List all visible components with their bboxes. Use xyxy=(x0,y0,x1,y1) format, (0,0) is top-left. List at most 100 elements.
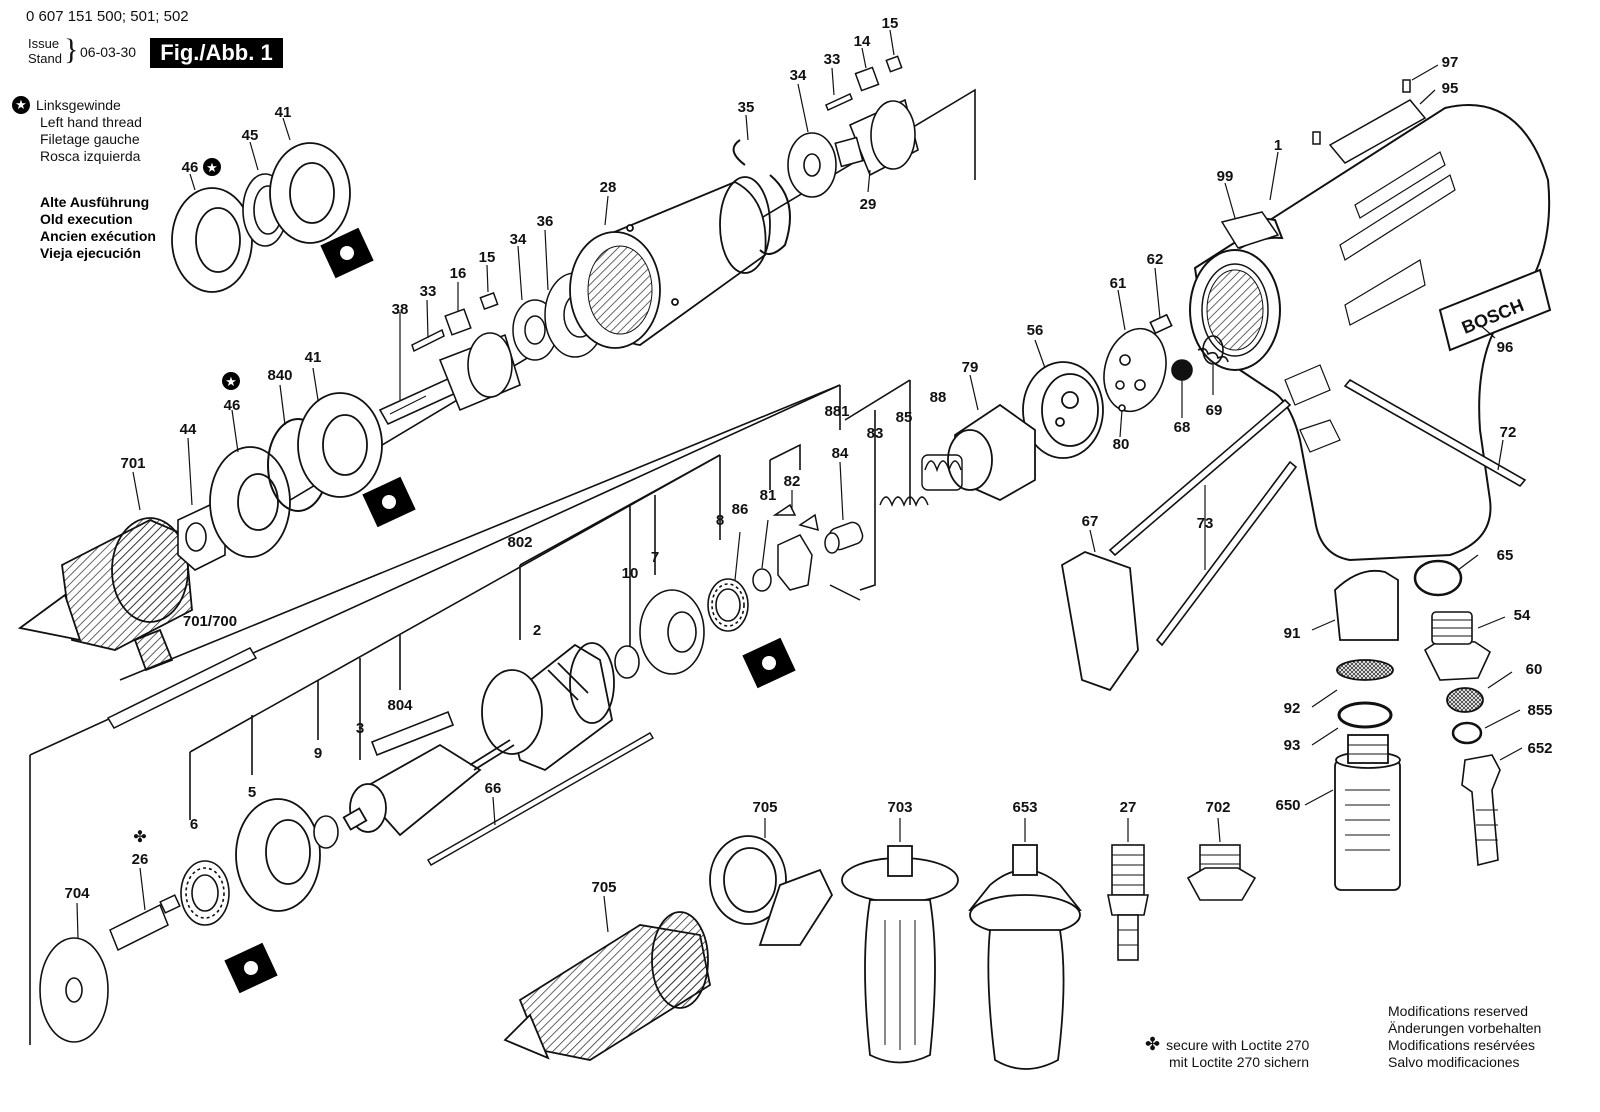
modifications-line-3: Modifications resérvées xyxy=(1388,1037,1536,1053)
snap-ring-part-35 xyxy=(732,139,791,255)
part-number-labels: 1514333435282997951994145466261963833161… xyxy=(64,15,1552,902)
old-execution-line-4: Vieja ejecución xyxy=(40,245,141,261)
planet-carrier-part-29 xyxy=(834,98,919,177)
part-label-97: 97 xyxy=(1442,54,1459,71)
part-label-7: 7 xyxy=(651,549,659,566)
collar-part-46-middle xyxy=(209,446,291,558)
part-label-10: 10 xyxy=(622,565,639,582)
bearing-part-6 xyxy=(180,860,230,926)
part-label-93: 93 xyxy=(1284,737,1301,754)
handle-collar-part-704 xyxy=(709,835,834,946)
valve-plate-parts-61-62-68-69 xyxy=(1103,313,1229,413)
strainer-part-92 xyxy=(1336,659,1394,681)
o-ring-part-93 xyxy=(1337,701,1393,729)
part-label-15: 15 xyxy=(882,15,899,32)
pinion-part-26 xyxy=(109,894,181,952)
modifications-line-4: Salvo modificaciones xyxy=(1388,1054,1520,1070)
nipple-part-54 xyxy=(1423,611,1492,681)
part-label-92: 92 xyxy=(1284,700,1301,717)
part-label-46: 46 xyxy=(182,159,199,176)
pin-part-66 xyxy=(427,732,654,866)
part-label-2: 2 xyxy=(533,622,541,639)
old-execution-line-3: Ancien exécution xyxy=(40,228,156,244)
part-label-79: 79 xyxy=(962,359,979,376)
svg-text:★: ★ xyxy=(206,161,218,176)
rotor-part-3 xyxy=(342,739,515,837)
part-label-84: 84 xyxy=(832,445,849,462)
part-label-91: 91 xyxy=(1284,625,1301,642)
old-execution-line-2: Old execution xyxy=(40,211,133,227)
part-label-88: 88 xyxy=(930,389,947,406)
part-label-34: 34 xyxy=(790,67,807,84)
washer-part-9 xyxy=(313,815,339,849)
part-label-65: 65 xyxy=(1497,547,1514,564)
part-label-26: 26 xyxy=(132,851,149,868)
part-label-881: 881 xyxy=(824,403,849,420)
document-number: 0 607 151 500; 501; 502 xyxy=(26,8,189,25)
modifications-note: Modifications reserved Änderungen vorbeh… xyxy=(1388,1003,1541,1071)
loctite-line-1: secure with Loctite 270 xyxy=(1166,1037,1310,1053)
spindle-part-38 xyxy=(378,332,521,426)
loctite-cross-icon: ✤ xyxy=(133,827,146,846)
part-label-701: 701 xyxy=(120,455,145,472)
part-label-702: 702 xyxy=(1205,799,1230,816)
figure-title: Fig./Abb. 1 xyxy=(150,38,283,68)
issue-stand-labels: Issue Stand xyxy=(28,36,62,66)
part-label-83: 83 xyxy=(867,425,884,442)
stand-label: Stand xyxy=(28,51,62,66)
legend-line-2: Left hand thread xyxy=(40,114,142,130)
part-label-855: 855 xyxy=(1527,702,1552,719)
part-label-45: 45 xyxy=(242,127,259,144)
svg-text:★: ★ xyxy=(225,375,237,390)
loctite-cross-icon: ✤ xyxy=(1145,1034,1161,1054)
modifications-line-2: Änderungen vorbehalten xyxy=(1388,1020,1542,1036)
hose-nipple-part-703 xyxy=(1107,844,1149,961)
part-label-68: 68 xyxy=(1174,419,1191,436)
left-hand-thread-star-icon: ★ ★ xyxy=(203,158,240,390)
old-collar-part-46 xyxy=(171,187,253,293)
part-label-72: 72 xyxy=(1500,424,1517,441)
part-label-62: 62 xyxy=(1147,251,1164,268)
part-label-60: 60 xyxy=(1526,661,1543,678)
trigger-part-67 xyxy=(1061,551,1139,692)
label-part-99 xyxy=(1220,211,1280,249)
springs-parts-85-88 xyxy=(879,454,963,507)
cylinder-part-2 xyxy=(481,642,615,772)
part-label-86: 86 xyxy=(732,501,749,518)
part-label-650: 650 xyxy=(1275,797,1300,814)
part-label-54: 54 xyxy=(1514,607,1531,624)
washer-part-34-top xyxy=(787,132,837,198)
part-label-81: 81 xyxy=(760,487,777,504)
gear-parts-14-15-33-top xyxy=(825,55,903,112)
valve-parts-81-82-84-86 xyxy=(752,503,864,601)
part-label-44: 44 xyxy=(180,421,197,438)
ring-gear-part-28 xyxy=(569,176,771,349)
legend-line-4: Rosca izquierda xyxy=(40,148,141,164)
part-label-33: 33 xyxy=(824,51,841,68)
bearing-part-41-middle xyxy=(297,392,383,498)
cap-part-91 xyxy=(1334,569,1399,641)
old-bearing-part-41 xyxy=(269,142,351,244)
bearing-icon xyxy=(224,227,796,994)
part-label-1: 1 xyxy=(1274,137,1282,154)
part-label-73: 73 xyxy=(1197,515,1214,532)
part-label-38: 38 xyxy=(392,301,409,318)
part-label-705: 705 xyxy=(752,799,777,816)
housing-part-1: BOSCH xyxy=(1189,104,1552,562)
part-label-9: 9 xyxy=(314,745,322,762)
part-label-34: 34 xyxy=(510,231,527,248)
strainer-part-60 xyxy=(1446,687,1484,713)
part-label-28: 28 xyxy=(600,179,617,196)
rods-parts-72-73 xyxy=(1108,378,1527,647)
part-label-6: 6 xyxy=(190,816,198,833)
old-execution-line-1: Alte Ausführung xyxy=(40,194,150,210)
part-label-653: 653 xyxy=(1012,799,1037,816)
part-label-96: 96 xyxy=(1497,339,1514,356)
handle-part-705-right xyxy=(968,844,1082,1070)
part-label-41: 41 xyxy=(305,349,322,366)
part-label-703: 703 xyxy=(887,799,912,816)
part-label-99: 99 xyxy=(1217,168,1234,185)
cylinder-plate-part-7 xyxy=(639,589,705,675)
part-label-3: 3 xyxy=(356,720,364,737)
